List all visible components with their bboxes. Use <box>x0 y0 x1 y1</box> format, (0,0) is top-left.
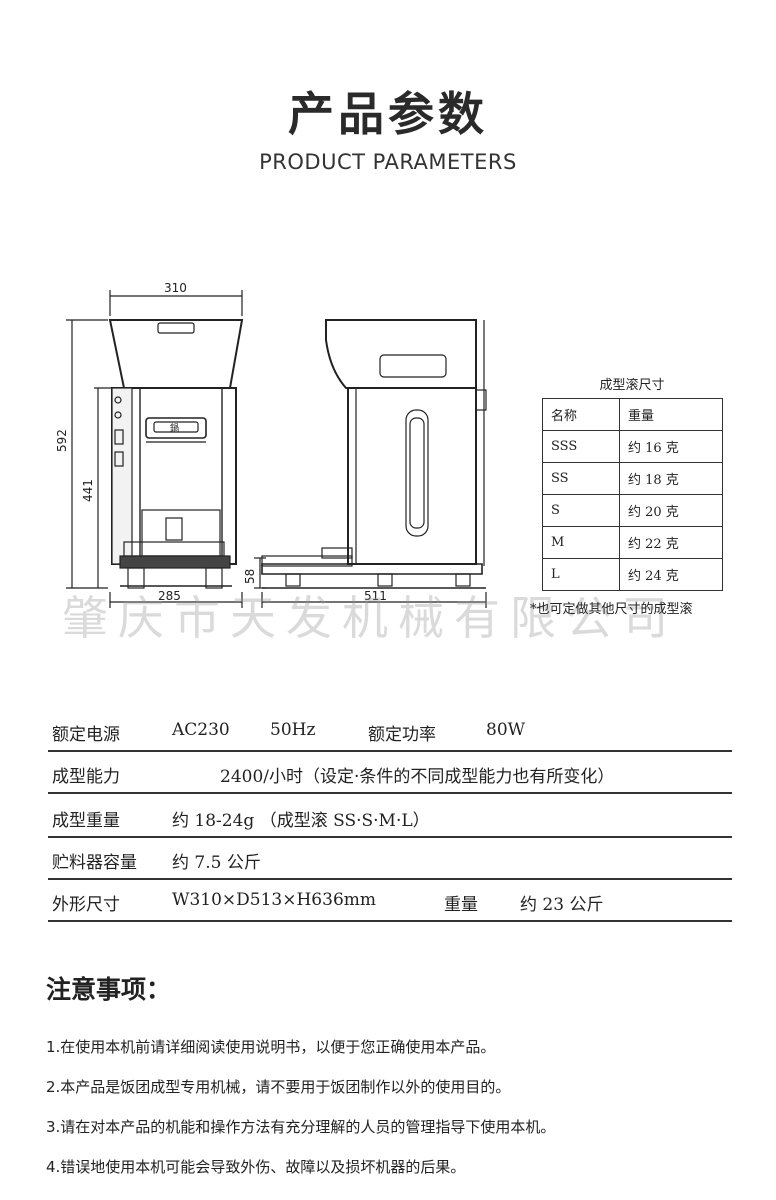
machine-drawing: 310 592 441 285 511 58 鍋 <box>55 281 487 608</box>
dim-side-base-height: 58 <box>243 569 257 584</box>
spec-label: 成型能力 <box>52 767 120 787</box>
spec-label: 贮料器容量 <box>52 853 137 873</box>
size-name: M <box>542 526 620 559</box>
table-row: S 约 20 克 <box>542 494 723 527</box>
size-table-footnote: *也可定做其他尺寸的成型滚 <box>530 602 693 617</box>
size-weight: 约 18 克 <box>619 462 723 495</box>
table-row: L 约 24 克 <box>542 558 723 591</box>
spec-row-dimensions: 外形尺寸 W310×D513×H636mm 重量 约 23 公斤 <box>48 884 732 922</box>
notice-item: 2.本产品是饭团成型专用机械，请不要用于饭团制作以外的使用目的。 <box>46 1078 511 1096</box>
size-weight: 约 20 克 <box>619 494 723 527</box>
spec-row-power: 额定电源 AC230 50Hz 额定功率 80W <box>48 714 732 752</box>
dim-depth-base: 285 <box>158 589 181 603</box>
notice-item: 1.在使用本机前请详细阅读使用说明书，以便于您正确使用本产品。 <box>46 1038 496 1056</box>
front-panel-label: 鍋 <box>170 422 179 434</box>
notice-item: 4.错误地使用本机可能会导致外伤、故障以及损坏机器的后果。 <box>46 1158 466 1176</box>
header-name: 名称 <box>542 398 620 431</box>
spec-power: 80W <box>486 720 526 740</box>
spec-label: 额定电源 <box>52 725 120 745</box>
spec-value: 约 18-24g （成型滚 SS·S·M·L） <box>172 811 430 831</box>
spec-value: 2400/小时（设定·条件的不同成型能力也有所变化） <box>220 767 615 787</box>
size-weight: 约 22 克 <box>619 526 723 559</box>
size-table-caption: 成型滚尺寸 <box>599 378 665 393</box>
dim-height-total: 592 <box>55 429 69 452</box>
spec-label: 成型重量 <box>52 811 120 831</box>
dim-side-depth: 511 <box>364 589 387 603</box>
spec-value: 约 7.5 公斤 <box>172 853 261 873</box>
table-row: SSS 约 16 克 <box>542 430 723 463</box>
size-name: L <box>542 558 620 591</box>
spec-row-hopper: 贮料器容量 约 7.5 公斤 <box>48 842 732 880</box>
table-row: M 约 22 克 <box>542 526 723 559</box>
size-name: S <box>542 494 620 527</box>
size-weight: 约 16 克 <box>619 430 723 463</box>
header-weight: 重量 <box>619 398 723 431</box>
spec-voltage: AC230 <box>172 720 230 740</box>
page-title: 产品参数 <box>288 87 488 141</box>
spec-power-label: 额定功率 <box>368 725 436 745</box>
spec-weight: 约 23 公斤 <box>520 895 604 915</box>
spec-row-weight-range: 成型重量 约 18-24g （成型滚 SS·S·M·L） <box>48 800 732 838</box>
spec-label: 外形尺寸 <box>52 895 120 915</box>
table-row: SS 约 18 克 <box>542 462 723 495</box>
watermark-text: 肇庆市天发机械有限公司 <box>62 591 678 645</box>
page-subtitle: PRODUCT PARAMETERS <box>259 150 517 174</box>
notice-title: 注意事项： <box>46 975 172 1004</box>
spec-weight-label: 重量 <box>444 895 478 915</box>
size-table: 名称 重量 SSS 约 16 克 SS 约 18 克 S 约 20 克 M 约 … <box>542 398 723 591</box>
spec-frequency: 50Hz <box>270 720 316 740</box>
size-name: SS <box>542 462 620 495</box>
spec-value: W310×D513×H636mm <box>172 890 376 910</box>
spec-row-capacity: 成型能力 2400/小时（设定·条件的不同成型能力也有所变化） <box>48 756 732 794</box>
dim-width-front: 310 <box>164 281 187 295</box>
notice-item: 3.请在对本产品的机能和操作方法有充分理解的人员的管理指导下使用本机。 <box>46 1118 556 1136</box>
size-weight: 约 24 克 <box>619 558 723 591</box>
table-header-row: 名称 重量 <box>542 398 723 431</box>
dim-height-body: 441 <box>81 479 95 502</box>
size-name: SSS <box>542 430 620 463</box>
